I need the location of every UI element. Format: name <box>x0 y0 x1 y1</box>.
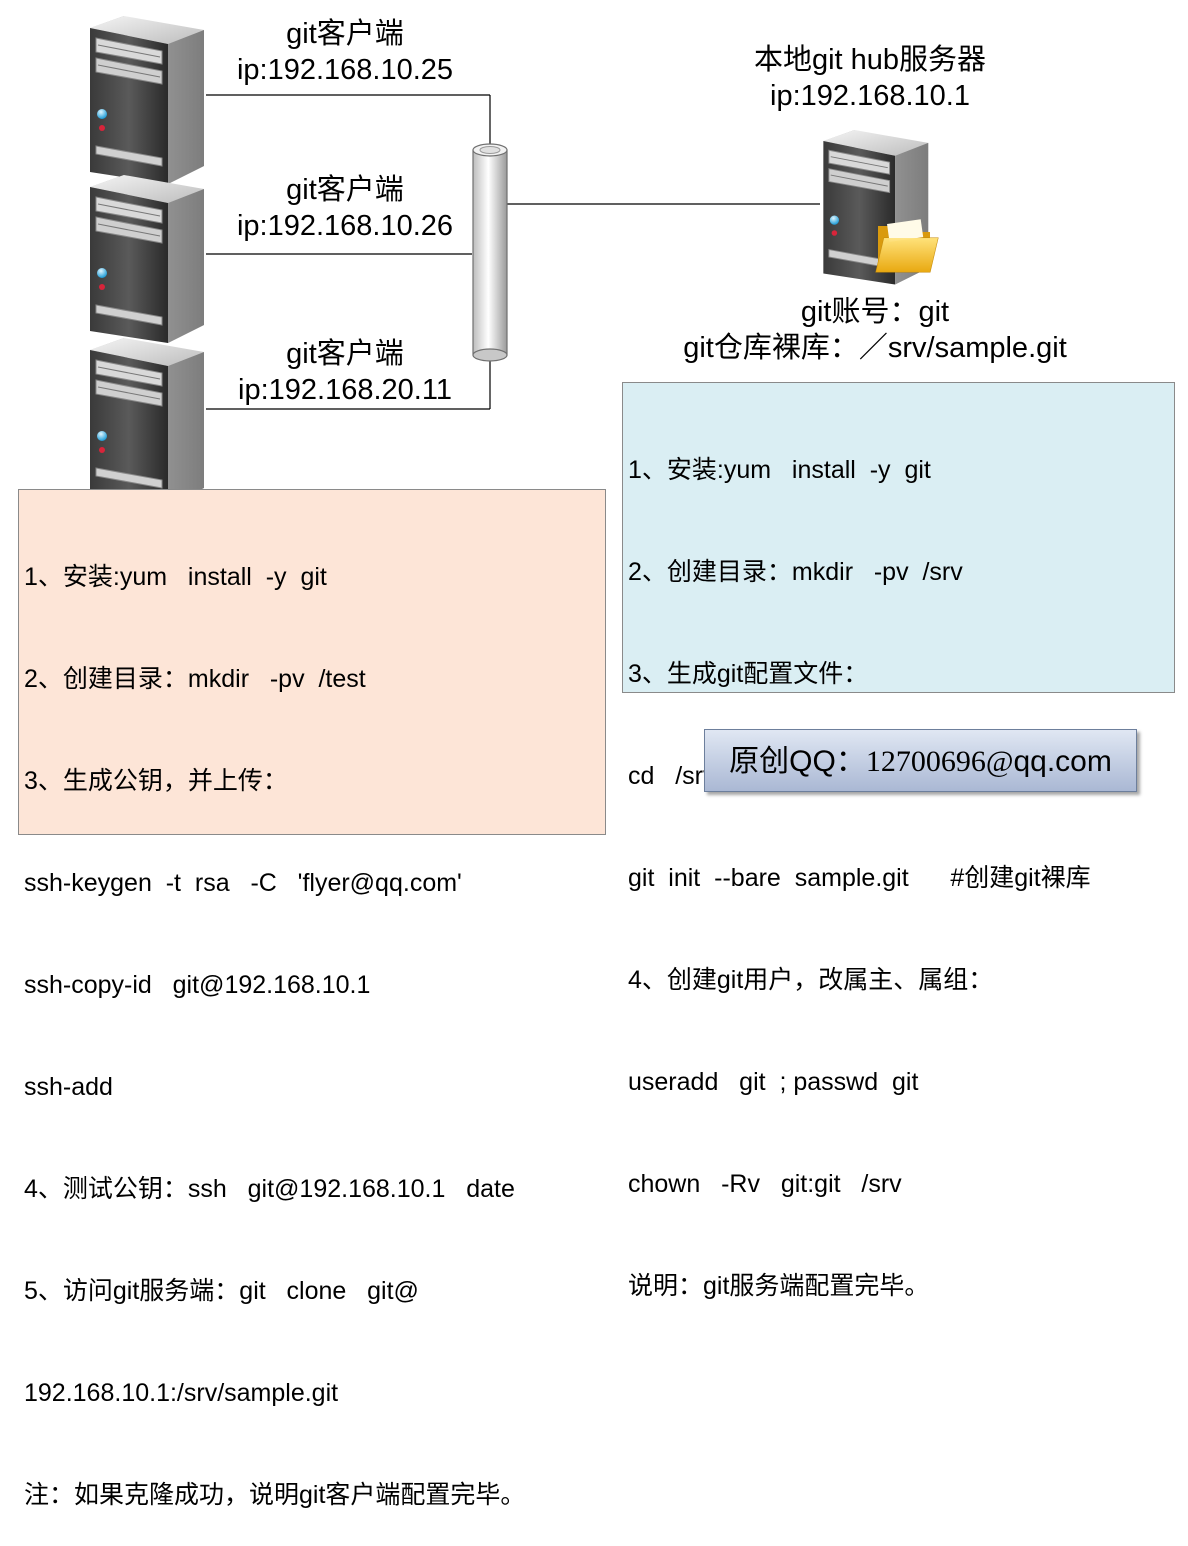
client-ip: ip:192.168.10.26 <box>236 210 454 242</box>
server-ip: ip:192.168.10.1 <box>770 80 970 112</box>
client-config-steps: 1、安装:yum install -y git 2、创建目录：mkdir -pv… <box>18 489 606 1509</box>
server-tower-icon <box>89 175 205 344</box>
step-line: 注：如果克隆成功，说明git客户端配置完毕。 <box>24 1481 526 1509</box>
step-line: 3、生成公钥，并上传： <box>24 767 288 795</box>
client-role: git客户端 <box>286 338 404 370</box>
step-line: 4、测试公钥：ssh git@192.168.10.1 date <box>24 1175 515 1203</box>
server-config-steps: 1、安装:yum install -y git 2、创建目录：mkdir -pv… <box>622 382 1175 1300</box>
step-line: 192.168.10.1:/srv/sample.git <box>24 1379 339 1407</box>
network-wires <box>206 94 820 410</box>
client-role: git客户端 <box>286 18 404 50</box>
step-line: 5、访问git服务端：git clone git@ <box>24 1277 419 1305</box>
client-ip: ip:192.168.10.25 <box>236 54 454 86</box>
step-line: 2、创建目录：mkdir -pv /test <box>24 665 366 693</box>
server-info: git账号：git git仓库裸库：／srv/sample.git <box>630 294 1120 366</box>
step-line: ssh-copy-id git@192.168.10.1 <box>24 971 371 999</box>
step-line: 4、创建git用户，改属主、属组： <box>628 966 994 994</box>
server-header: 本地git hub服务器 ip:192.168.10.1 <box>700 42 1040 114</box>
step-line: useradd git ; passwd git <box>628 1068 919 1096</box>
step-line: 3、生成git配置文件： <box>628 660 869 688</box>
server-repo: git仓库裸库：／srv/sample.git <box>683 332 1067 364</box>
contact-qq-box: 原创QQ：12700696@qq.com <box>704 729 1137 792</box>
server-tower-icon <box>89 16 205 185</box>
contact-domain: qq.com <box>1013 745 1112 778</box>
client-role: git客户端 <box>286 174 404 206</box>
step-line: 1、安装:yum install -y git <box>24 563 327 591</box>
step-line: ssh-add <box>24 1073 113 1101</box>
client-2-label: git客户端 ip:192.168.10.26 <box>214 172 476 244</box>
step-line: 2、创建目录：mkdir -pv /srv <box>628 558 963 586</box>
server-account: git账号：git <box>800 296 950 328</box>
step-line: git init --bare sample.git #创建git裸库 <box>628 864 1091 892</box>
client-ip: ip:192.168.20.11 <box>238 374 452 406</box>
server-tower-icon <box>89 338 205 507</box>
client-3-label: git客户端 ip:192.168.20.11 <box>214 336 476 408</box>
step-line: 说明：git服务端配置完毕。 <box>628 1272 930 1300</box>
server-title: 本地git hub服务器 <box>753 44 987 76</box>
step-line: 1、安装:yum install -y git <box>628 456 931 484</box>
folder-icon <box>875 219 939 273</box>
client-1-label: git客户端 ip:192.168.10.25 <box>214 16 476 88</box>
network-hub-cylinder-icon <box>472 143 508 362</box>
step-line: chown -Rv git:git /srv <box>628 1170 902 1198</box>
step-line: ssh-keygen -t rsa -C 'flyer@qq.com' <box>24 869 462 897</box>
contact-label: 原创QQ： <box>729 745 866 778</box>
contact-number: 12700696@ <box>865 745 1014 778</box>
